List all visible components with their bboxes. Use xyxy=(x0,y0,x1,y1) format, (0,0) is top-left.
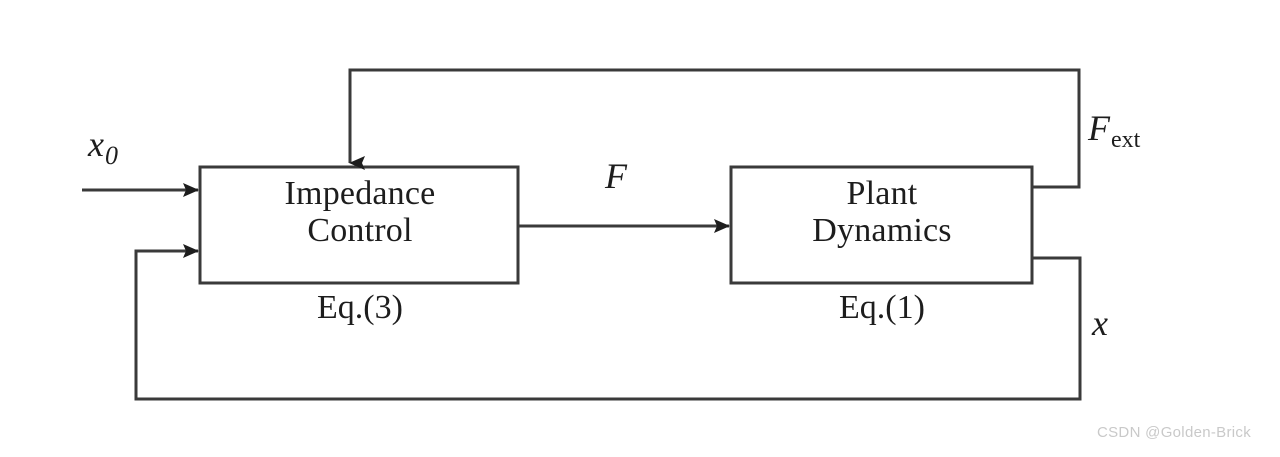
plant-dynamics-block xyxy=(729,165,1034,285)
external-force-subscript: ext xyxy=(1111,127,1141,153)
impedance-control-block xyxy=(198,165,520,285)
position-signal-base: x xyxy=(1092,303,1108,343)
plant-dynamics-title-line2: Dynamics xyxy=(812,211,952,249)
external-force-feedback-path xyxy=(348,68,1081,189)
impedance-control-equation-caption: Eq.(3) xyxy=(317,289,403,326)
external-force-base: F xyxy=(1088,108,1110,148)
position-feedback-path xyxy=(134,244,1082,401)
reference-signal-label: x0 xyxy=(88,124,118,169)
csdn-watermark: CSDN @Golden-Brick xyxy=(1097,424,1251,441)
impedance-control-block-title: Impedance Control xyxy=(202,175,518,249)
plant-dynamics-title-line1: Plant xyxy=(846,175,918,212)
plant-dynamics-block-title: Plant Dynamics xyxy=(733,175,1031,249)
plant-dynamics-equation-caption: Eq.(1) xyxy=(839,289,925,326)
reference-signal-subscript: 0 xyxy=(104,141,118,170)
impedance-control-title-line2: Control xyxy=(307,211,413,249)
control-force-base: F xyxy=(605,156,627,196)
impedance-control-title-line1: Impedance xyxy=(284,175,436,212)
reference-signal-base: x xyxy=(88,124,104,164)
position-signal-label: x xyxy=(1092,305,1108,341)
control-force-label: F xyxy=(605,158,627,194)
external-force-label: Fext xyxy=(1088,108,1140,152)
